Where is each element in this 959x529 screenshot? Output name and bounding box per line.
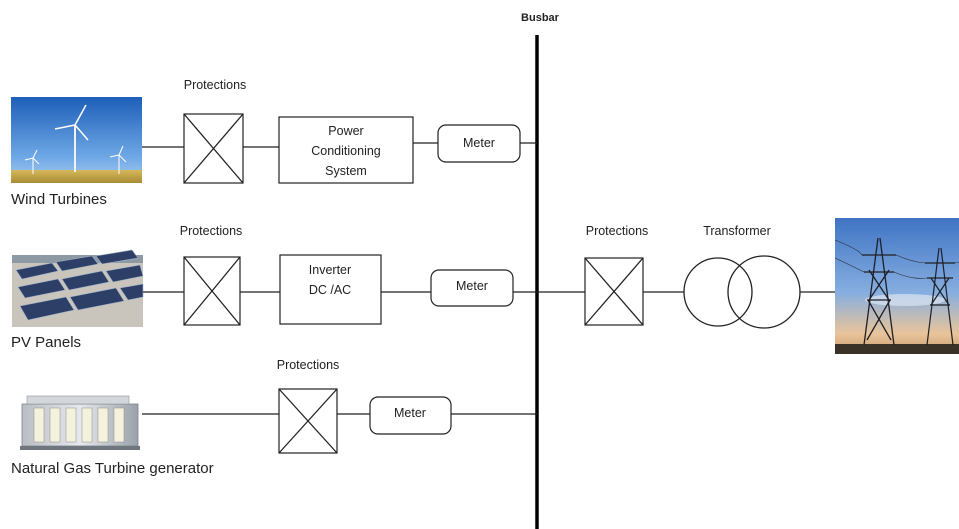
inverter-dc-ac-box: Inverter DC /AC (279, 254, 382, 325)
gas-protections-label: Protections (277, 358, 340, 372)
grid-protections-label: Protections (586, 224, 649, 238)
pv-protection-breaker (183, 256, 241, 326)
grid-protection-breaker (584, 257, 644, 326)
gas-protection-breaker (278, 388, 338, 454)
wind-protections-label: Protections (184, 78, 247, 92)
inverter-line-2: DC /AC (309, 283, 351, 297)
gas-turbine-label: Natural Gas Turbine generator (11, 460, 214, 477)
transformer-symbol (683, 255, 801, 329)
pv-panels-photo (12, 249, 144, 327)
transmission-towers-photo (834, 218, 959, 354)
power-conditioning-line-1: Power (328, 124, 363, 138)
wind-turbines-label: Wind Turbines (11, 191, 107, 208)
gas-turbine-generator-image (20, 395, 140, 450)
power-conditioning-system-box: Power Conditioning System (278, 116, 414, 184)
pv-protections-label: Protections (180, 224, 243, 238)
pv-panels-label: PV Panels (11, 334, 81, 351)
inverter-line-1: Inverter (309, 263, 351, 277)
wind-protection-breaker (183, 113, 244, 184)
gas-meter: Meter (369, 396, 452, 435)
busbar-label: Busbar (521, 12, 560, 24)
power-conditioning-line-2: Conditioning (311, 144, 381, 158)
gas-meter-label: Meter (394, 406, 426, 420)
transformer-label: Transformer (703, 224, 771, 238)
pv-meter: Meter (430, 269, 514, 307)
wind-meter-label: Meter (463, 136, 495, 150)
wind-turbines-photo (11, 97, 142, 183)
power-conditioning-line-3: System (325, 164, 367, 178)
wind-meter: Meter (437, 124, 521, 163)
pv-meter-label: Meter (456, 279, 488, 293)
